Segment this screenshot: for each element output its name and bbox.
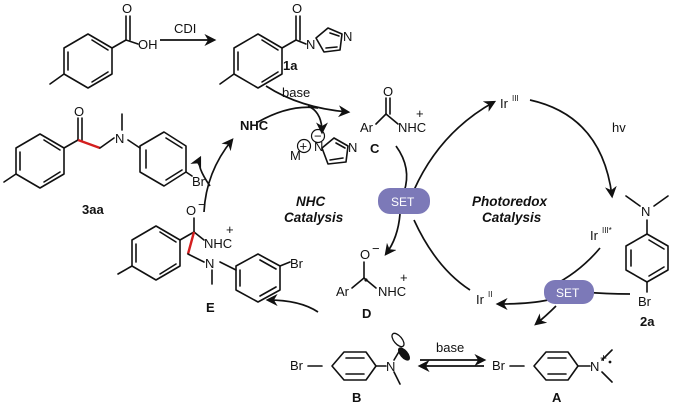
toluic-acid-structure: O OH <box>49 1 158 89</box>
product-br-label: Br <box>192 174 206 189</box>
d-nhc-label: NHC <box>378 284 406 299</box>
c-to-set-arc <box>395 145 408 193</box>
intermediate-c-label: C <box>370 141 380 156</box>
set-to-d-arrow <box>384 213 401 256</box>
e-nhc-label: NHC <box>204 236 232 251</box>
new-cc-bond-e <box>186 231 196 255</box>
acyl-imidazole-1a-structure: O N N <box>219 1 352 89</box>
imidazolide-structure: N N + − M <box>290 129 357 165</box>
base-label-top: base <box>282 85 310 100</box>
nhc-cycle-arc-top <box>257 106 319 123</box>
ir-ii-to-ir-iii-arrow-top <box>413 100 497 191</box>
base-label-bottom: base <box>436 340 464 355</box>
radical-b-label: B <box>352 390 361 405</box>
radical-cation-a-label: A <box>552 390 562 405</box>
imidazolide-n-label: N <box>314 139 323 154</box>
cdi-label: CDI <box>174 21 196 36</box>
ir-iii-oxidation-state: III <box>512 94 519 103</box>
ir-iii-star-oxidation-state: III* <box>602 226 612 235</box>
photoredox-title-1: Photoredox <box>472 194 547 209</box>
carbonyl-o-label: O <box>122 1 132 16</box>
d-plus-charge: + <box>400 270 408 285</box>
carbonyl-o-label: O <box>383 84 393 99</box>
alkoxide-o-label: O <box>186 203 196 218</box>
e-to-3aa-arrow <box>190 155 211 187</box>
ir-ii-oxidation-state: II <box>488 290 492 299</box>
ir-iii-label: Ir <box>500 96 509 111</box>
d-to-e-arrow <box>265 294 319 313</box>
alkoxide-minus-charge: − <box>198 197 206 212</box>
a-n-label: N <box>590 359 599 374</box>
e-to-nhc-arrow <box>203 138 234 213</box>
aryl-d-label: Ar <box>336 284 350 299</box>
set-to-ir-ii-arrow <box>495 298 549 310</box>
amine-2a-br-label: Br <box>638 294 652 309</box>
azolium-plus-charge: + <box>416 106 424 121</box>
imidazolide-minus-charge: − <box>314 129 322 144</box>
hydroxyl-label: OH <box>138 37 158 52</box>
carbonyl-o-label: O <box>292 1 302 16</box>
set-center-label: SET <box>391 195 415 209</box>
aryl-label: Ar <box>360 120 374 135</box>
ir-iii-star-label: Ir <box>590 228 599 243</box>
imidazole-n3-label: N <box>343 29 352 44</box>
hv-excitation-arrow <box>529 99 617 199</box>
acyl-azolium-c-structure: Ar O NHC + <box>360 84 426 135</box>
hv-label: hv <box>612 120 626 135</box>
intermediate-e-structure: O − NHC + N Br <box>117 197 304 303</box>
compound-1a-label: 1a <box>283 58 298 73</box>
compound-2a-label: 2a <box>640 314 655 329</box>
metal-plus-charge: + <box>300 139 308 154</box>
amine-2a-n-label: N <box>641 204 650 219</box>
new-cc-bond <box>77 138 101 150</box>
nhc-cycle-title-1: NHC <box>296 194 325 209</box>
e-n-label: N <box>205 256 214 271</box>
product-o-label: O <box>74 104 84 119</box>
intermediate-e-label: E <box>206 300 215 315</box>
b-br-label: Br <box>290 358 304 373</box>
set-right-label: SET <box>556 286 580 300</box>
set-pill-center: SET <box>378 188 430 214</box>
nhc-cycle-title-2: Catalysis <box>284 210 344 225</box>
set-to-a-arrow <box>534 305 557 326</box>
ir-ii-label: Ir <box>476 292 485 307</box>
alpha-amino-radical-b-structure: Br N <box>290 332 410 385</box>
imidazole-n1-label: N <box>306 37 315 52</box>
intermediate-d-label: D <box>362 306 371 321</box>
product-n-label: N <box>115 131 124 146</box>
imidazolide-n3-label: N <box>348 140 357 155</box>
photoredox-title-2: Catalysis <box>482 210 542 225</box>
radical-cation-a-structure: Br N + <box>492 349 613 383</box>
ketyl-o-label: O <box>360 247 370 262</box>
base-to-c-arrow <box>265 85 351 118</box>
nhc-label: NHC <box>398 120 426 135</box>
e-plus-charge: + <box>226 222 234 237</box>
product-3aa-structure: O N Br <box>3 104 206 189</box>
ir-ii-arc-lower <box>413 219 471 291</box>
ketyl-d-structure: Ar O − NHC + <box>336 241 408 299</box>
a-br-label: Br <box>492 358 506 373</box>
product-3aa-label: 3aa <box>82 202 104 217</box>
b-n-label: N <box>386 359 395 374</box>
ketyl-minus-charge: − <box>372 241 380 256</box>
metal-label: M <box>290 148 301 163</box>
e-br-label: Br <box>290 256 304 271</box>
nhc-catalyst-label: NHC <box>240 118 269 133</box>
amine-2a-structure: N Br <box>625 195 669 309</box>
set-pill-right: SET <box>544 280 594 304</box>
